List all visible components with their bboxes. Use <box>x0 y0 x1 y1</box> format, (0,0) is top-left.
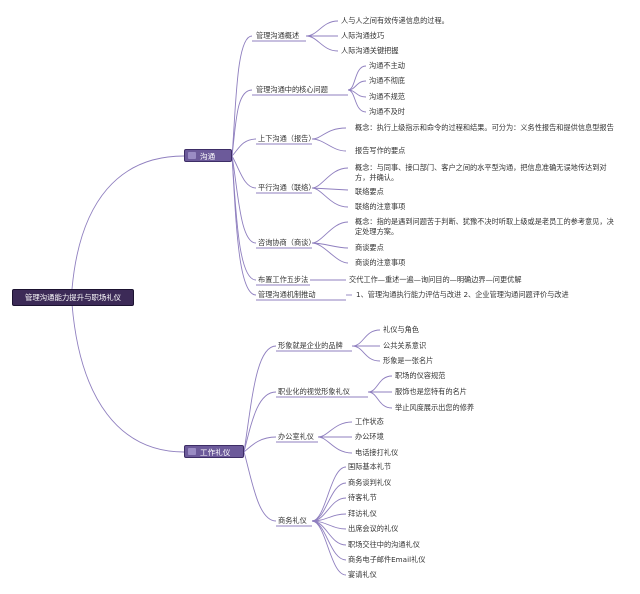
node-g9[interactable]: 职业化的视觉形象礼仪 <box>278 387 350 396</box>
leaf-g2-4[interactable]: 沟通不及时 <box>369 107 405 116</box>
leaf-g11-5[interactable]: 出席会议的礼仪 <box>348 524 399 533</box>
leaf-g10-2[interactable]: 办公环境 <box>355 432 384 441</box>
node-g7[interactable]: 管理沟通机制推动 <box>258 290 316 299</box>
leaf-g1-3[interactable]: 人际沟通关键把握 <box>341 46 399 55</box>
leaf-g8-2[interactable]: 公共关系意识 <box>383 341 427 350</box>
node-g2[interactable]: 管理沟通中的核心问题 <box>256 85 328 94</box>
hub-communication-label: 沟通 <box>200 152 216 161</box>
leaf-g1-2[interactable]: 人际沟通技巧 <box>341 31 385 40</box>
leaf-g1-1[interactable]: 人与人之间有效传递信息的过程。 <box>341 16 449 25</box>
leaf-g11-6[interactable]: 职场交往中的沟通礼仪 <box>348 540 420 549</box>
leaf-g7-1[interactable]: 1、管理沟通执行能力评估与改进 2、企业管理沟通问题评价与改进 <box>356 290 569 299</box>
leaf-g2-3[interactable]: 沟通不规范 <box>369 92 405 101</box>
leaf-g3-2[interactable]: 报告写作的要点 <box>355 146 406 155</box>
root-topic[interactable]: 管理沟通能力提升与职场礼仪 <box>12 289 134 306</box>
leaf-g9-2[interactable]: 服饰也是您特有的名片 <box>395 387 467 396</box>
leaf-g8-3[interactable]: 形象是一张名片 <box>383 356 434 365</box>
leaf-g5-2[interactable]: 商谈要点 <box>355 243 384 252</box>
leaf-g2-2[interactable]: 沟通不彻底 <box>369 76 405 85</box>
topic-icon <box>188 152 196 159</box>
leaf-g8-1[interactable]: 礼仪与角色 <box>383 325 419 334</box>
node-g4[interactable]: 平行沟通（联络） <box>258 183 316 192</box>
node-g8[interactable]: 形象就是企业的品牌 <box>278 341 343 350</box>
hub-work-etiquette-label: 工作礼仪 <box>200 448 231 457</box>
node-g11[interactable]: 商务礼仪 <box>278 516 307 525</box>
leaf-g10-3[interactable]: 电话接打礼仪 <box>355 448 399 457</box>
leaf-g9-1[interactable]: 职场的仪容规范 <box>395 371 446 380</box>
leaf-g11-7[interactable]: 商务电子邮件Email礼仪 <box>348 555 426 564</box>
hub-work-etiquette[interactable]: 工作礼仪 <box>184 445 244 458</box>
leaf-g11-3[interactable]: 待客礼节 <box>348 493 377 502</box>
leaf-g4-3[interactable]: 联络的注意事项 <box>355 202 406 211</box>
leaf-g5-1[interactable]: 概念：指的是遇到问题苦于判断、犹豫不决时听取上级或是老员工的参考意见，决定处理方… <box>355 217 614 236</box>
leaf-g9-3[interactable]: 举止风度展示出您的修养 <box>395 403 475 412</box>
leaf-g10-1[interactable]: 工作状态 <box>355 417 384 426</box>
leaf-g4-2[interactable]: 联络要点 <box>355 187 384 196</box>
node-g1[interactable]: 管理沟通概述 <box>256 31 300 40</box>
leaf-g6-1[interactable]: 交代工作—重述一遍—询问目的—明确边界—问更优解 <box>349 275 522 284</box>
hub-communication[interactable]: 沟通 <box>184 149 232 162</box>
node-g3[interactable]: 上下沟通（报告） <box>258 134 316 143</box>
leaf-g11-4[interactable]: 拜访礼仪 <box>348 509 377 518</box>
leaf-g5-3[interactable]: 商谈的注意事项 <box>355 258 406 267</box>
leaf-g11-8[interactable]: 宴请礼仪 <box>348 570 377 579</box>
node-g10[interactable]: 办公室礼仪 <box>278 432 314 441</box>
node-g5[interactable]: 咨询协商（商谈） <box>258 238 316 247</box>
leaf-g11-1[interactable]: 国际基本礼节 <box>348 462 392 471</box>
leaf-g4-1[interactable]: 概念：与同事、接口部门、客户之间的水平型沟通，把信息准确无误地传达到对方，并确认… <box>355 163 607 182</box>
leaf-g11-2[interactable]: 商务谈判礼仪 <box>348 478 392 487</box>
leaf-g3-1[interactable]: 概念：执行上级指示和命令的过程和结果。可分为：义务性报告和提供信息型报告 <box>355 123 614 132</box>
leaf-g2-1[interactable]: 沟通不主动 <box>369 61 405 70</box>
node-g6[interactable]: 布置工作五步法 <box>258 275 309 284</box>
topic-icon <box>188 448 196 455</box>
